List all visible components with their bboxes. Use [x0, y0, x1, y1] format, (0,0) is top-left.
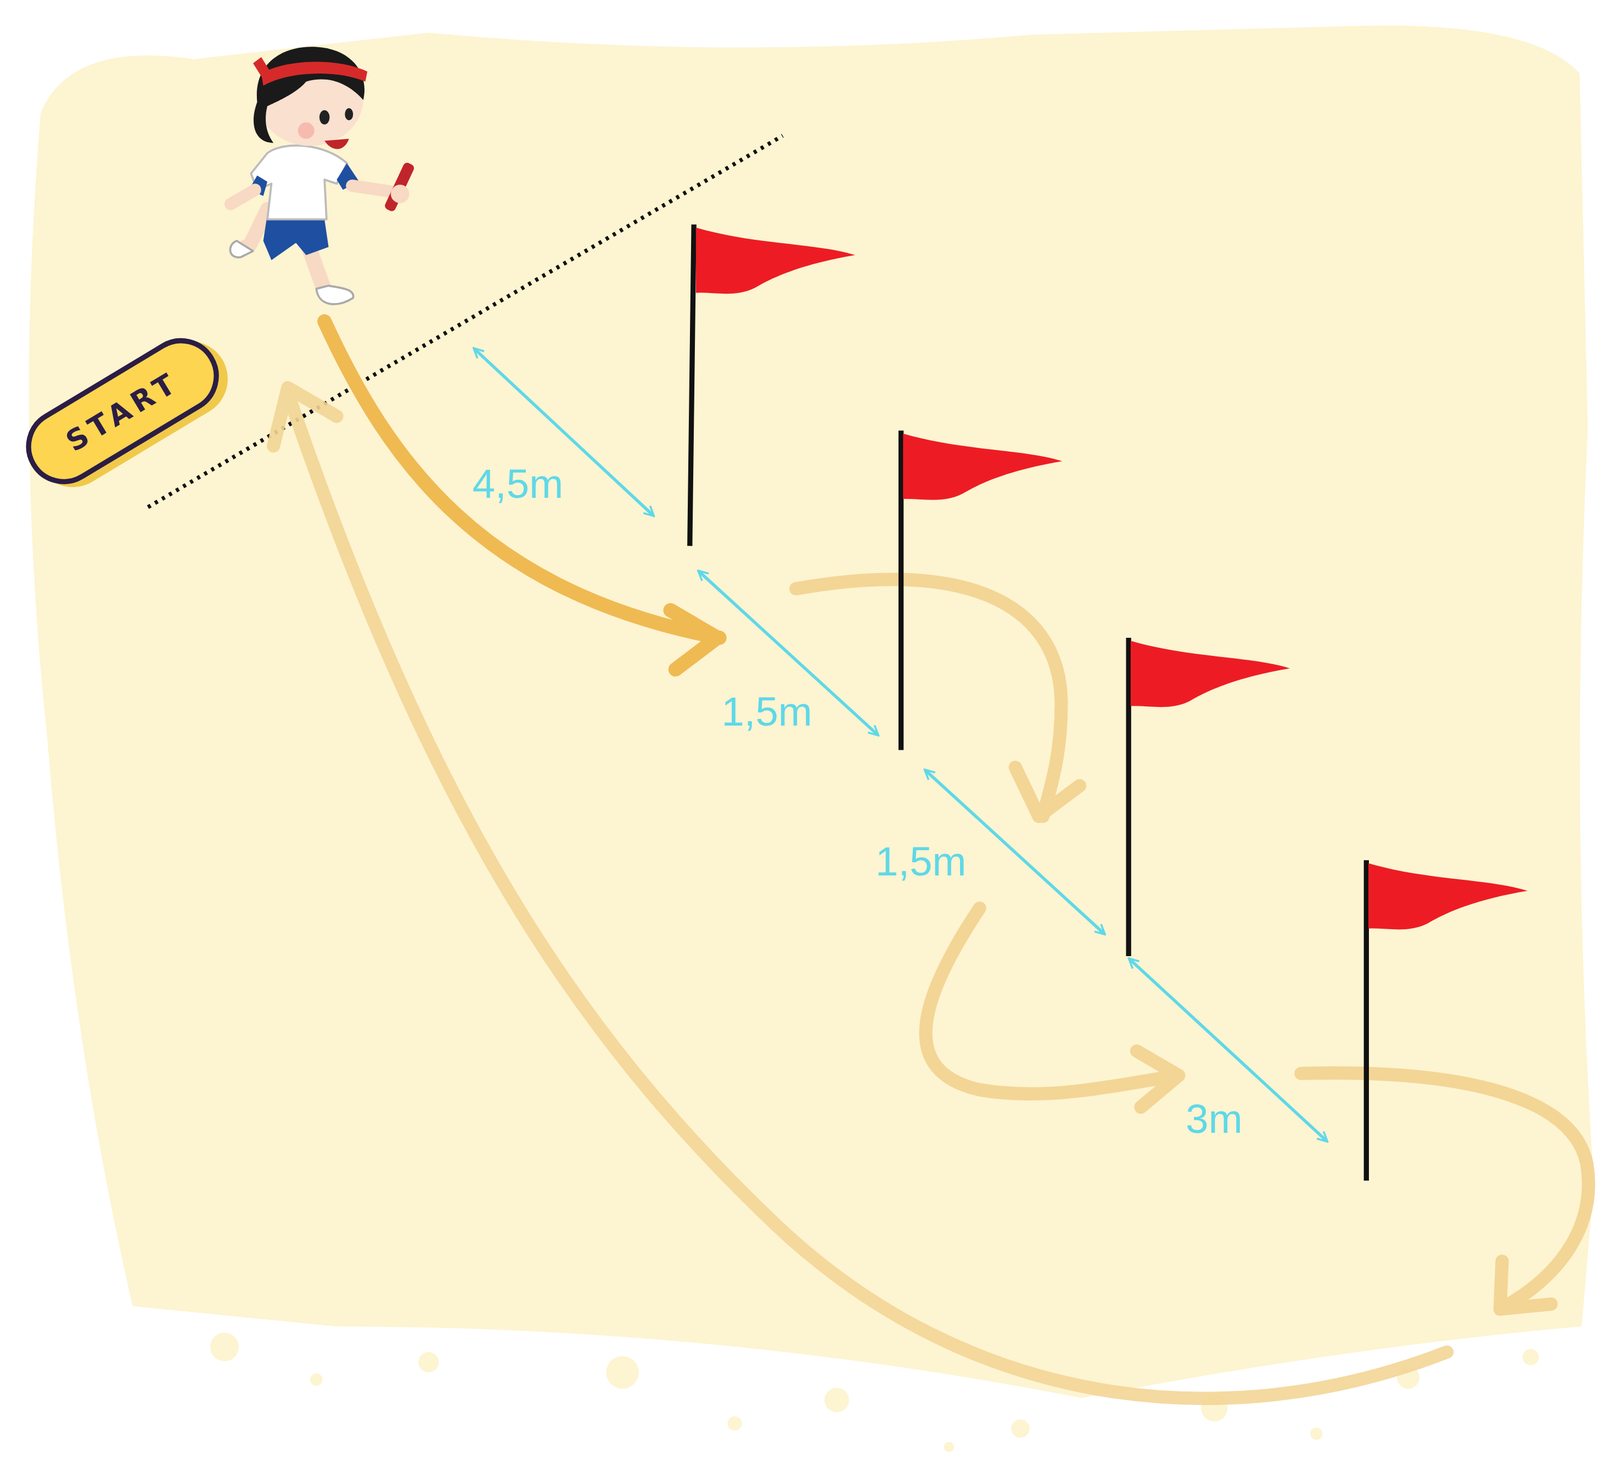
sand-background [29, 25, 1594, 1399]
dimension-label: 1,5m [721, 688, 812, 735]
flag [689, 224, 856, 547]
sand-splatter [210, 1332, 1540, 1453]
dimension-label: 3m [1185, 1096, 1243, 1143]
runner-girl [229, 46, 415, 305]
dimension-label: 1,5m [875, 838, 967, 885]
flag [1128, 637, 1290, 957]
start-line [148, 135, 783, 508]
route-arrow [324, 321, 720, 670]
flag [901, 430, 1063, 751]
dimension-label: 4,5m [472, 461, 564, 508]
dimension-arrow [474, 349, 1327, 1142]
flag [1366, 860, 1528, 1181]
route-arrow [795, 579, 1589, 1310]
route-arrow [273, 387, 1447, 1399]
